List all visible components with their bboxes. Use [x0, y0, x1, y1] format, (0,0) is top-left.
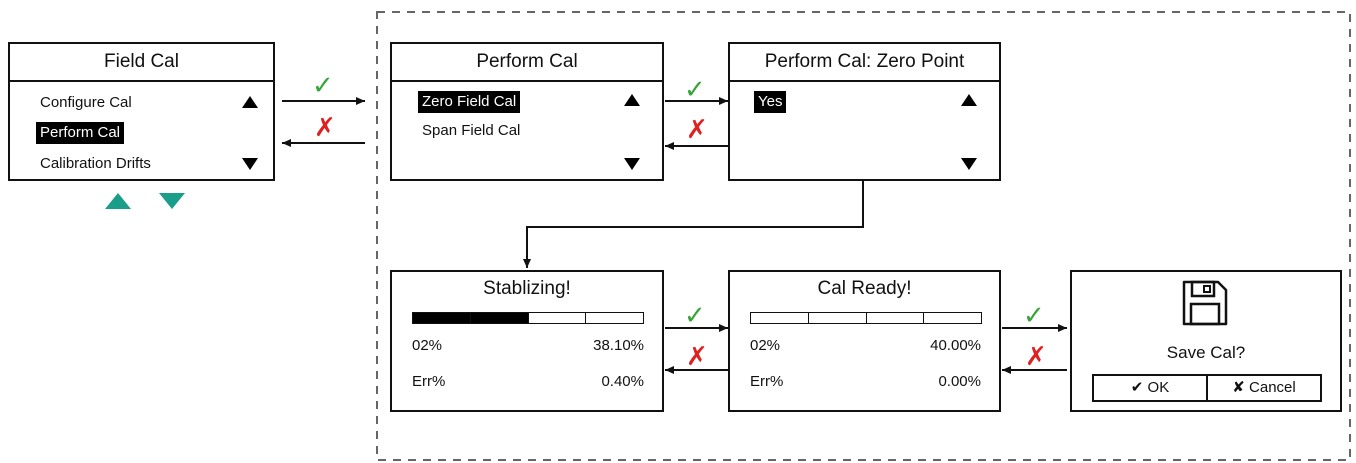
check-icon: ✔	[1130, 379, 1144, 396]
menu-item-span-field-cal[interactable]: Span Field Cal	[422, 122, 521, 139]
panel-title: Cal Ready!	[817, 278, 912, 299]
scroll-down-icon[interactable]	[961, 158, 977, 170]
accept-check-icon: ✓	[684, 300, 706, 330]
o2-value: 38.10%	[593, 337, 644, 354]
panel-title: Stablizing!	[483, 278, 571, 299]
err-label: Err%	[412, 373, 446, 390]
cancel-x-icon: ✘	[1232, 379, 1245, 396]
scroll-up-icon[interactable]	[624, 94, 640, 106]
save-cal-panel: Save Cal? ✔ OK ✘ Cancel	[1070, 270, 1342, 412]
cancel-button-label: Cancel	[1249, 379, 1296, 396]
panel-title: Field Cal	[10, 44, 273, 82]
progress-segment	[586, 313, 643, 323]
floppy-disk-icon	[1182, 280, 1228, 326]
ok-button[interactable]: ✔ OK	[1092, 374, 1208, 402]
stabilizing-panel: Stablizing! 02% 38.10% Err% 0.40%	[390, 270, 664, 412]
panel-title: Perform Cal	[392, 44, 662, 82]
progress-segment	[470, 313, 529, 323]
progress-bar	[750, 312, 982, 324]
cal-ready-panel: Cal Ready! 02% 40.00% Err% 0.00%	[728, 270, 1001, 412]
menu-item-configure-cal[interactable]: Configure Cal	[40, 94, 132, 111]
err-label: Err%	[750, 373, 784, 390]
scroll-up-icon[interactable]	[961, 94, 977, 106]
perform-cal-panel: Perform Cal Zero Field Cal Span Field Ca…	[390, 42, 664, 181]
reject-cross-icon: ✗	[1025, 341, 1047, 371]
menu-item-yes[interactable]: Yes	[754, 91, 787, 113]
zero-point-panel: Perform Cal: Zero Point Yes	[728, 42, 1001, 181]
save-prompt: Save Cal?	[1166, 343, 1246, 362]
reject-cross-icon: ✗	[314, 112, 336, 142]
panel-title: Perform Cal: Zero Point	[730, 44, 999, 82]
accept-check-icon: ✓	[684, 74, 706, 104]
progress-segment	[867, 313, 925, 323]
accept-check-icon: ✓	[312, 70, 334, 100]
reject-cross-icon: ✗	[686, 341, 708, 371]
o2-value: 40.00%	[930, 337, 981, 354]
progress-segment	[751, 313, 809, 323]
menu-item-zero-field-cal[interactable]: Zero Field Cal	[418, 91, 521, 113]
ok-button-label: OK	[1147, 379, 1170, 396]
cancel-button[interactable]: ✘ Cancel	[1206, 374, 1322, 402]
nav-up-icon	[105, 193, 131, 209]
scroll-down-icon[interactable]	[624, 158, 640, 170]
progress-segment	[809, 313, 867, 323]
scroll-up-icon[interactable]	[242, 96, 258, 108]
dashed-region	[376, 11, 1351, 461]
reject-cross-icon: ✗	[686, 114, 708, 144]
scroll-down-icon[interactable]	[242, 158, 258, 170]
progress-bar	[412, 312, 644, 324]
nav-down-icon	[159, 193, 185, 209]
menu-item-calibration-drifts[interactable]: Calibration Drifts	[40, 155, 151, 172]
progress-segment	[924, 313, 981, 323]
arrow-down-connector	[523, 180, 864, 268]
o2-label: 02%	[412, 337, 443, 354]
accept-check-icon: ✓	[1023, 300, 1045, 330]
progress-segment	[529, 313, 587, 323]
err-value: 0.40%	[601, 373, 644, 390]
progress-segment	[413, 313, 471, 323]
menu-item-perform-cal[interactable]: Perform Cal	[36, 122, 125, 144]
field-cal-panel: Field Cal Configure Cal Perform Cal Cali…	[8, 42, 275, 181]
err-value: 0.00%	[938, 373, 981, 390]
o2-label: 02%	[750, 337, 781, 354]
